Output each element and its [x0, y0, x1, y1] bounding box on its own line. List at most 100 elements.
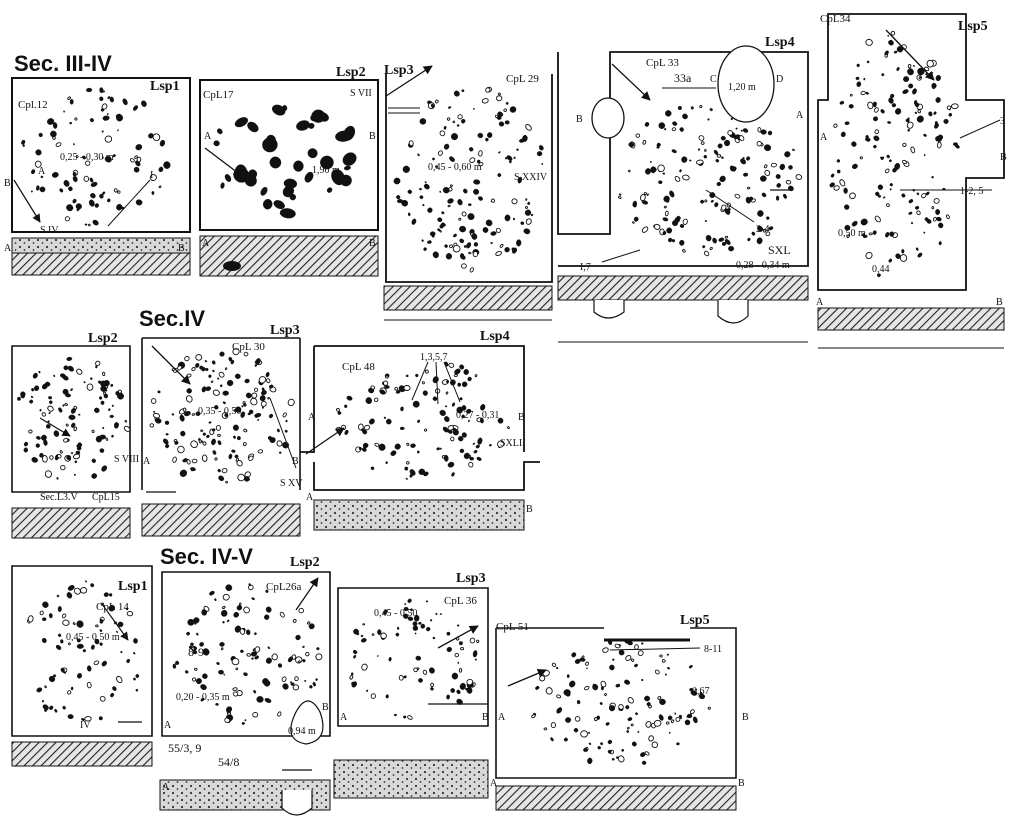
north-arrow — [101, 603, 129, 641]
stone — [885, 231, 890, 238]
stone — [252, 648, 256, 652]
stone — [91, 458, 96, 463]
ref-i7-label: I,7 — [580, 262, 591, 273]
stone — [67, 365, 74, 372]
stone — [495, 251, 502, 256]
stone — [257, 418, 260, 421]
stone — [917, 109, 921, 114]
stone — [948, 112, 953, 117]
stone — [865, 137, 871, 142]
stone — [307, 148, 318, 159]
stone — [458, 641, 463, 646]
stone — [134, 155, 138, 159]
stone — [931, 82, 937, 89]
stone — [59, 373, 66, 378]
stone — [659, 654, 663, 658]
stone — [100, 385, 107, 392]
stone — [248, 455, 254, 462]
stone — [72, 198, 77, 204]
stone — [298, 607, 304, 614]
stone — [49, 400, 53, 405]
stone — [405, 477, 408, 480]
stone — [444, 416, 450, 423]
stone — [497, 417, 504, 424]
stone — [241, 721, 245, 725]
stone — [104, 135, 113, 143]
stone — [461, 432, 467, 438]
stone — [596, 715, 601, 720]
stone — [646, 702, 651, 707]
stone — [523, 228, 531, 235]
stone — [461, 414, 465, 419]
stone — [57, 454, 62, 459]
stone — [366, 689, 369, 693]
cross-section-strip — [11, 237, 191, 254]
stone — [234, 373, 241, 379]
stone — [100, 400, 105, 405]
stone — [833, 123, 838, 128]
stone — [556, 707, 561, 714]
north-arrow — [39, 417, 71, 437]
stone — [460, 647, 465, 651]
stone — [99, 96, 104, 101]
stone — [102, 115, 110, 121]
stone — [430, 682, 435, 688]
plan-panel-lsp3-cpl29: Lsp3 CpL 29 0,45 - 0,60 m S XXIV — [383, 63, 553, 321]
stone — [49, 455, 54, 460]
stone-scatter — [349, 598, 480, 720]
stone — [363, 424, 371, 431]
stone — [212, 369, 215, 373]
stone — [264, 614, 270, 620]
stone — [498, 151, 501, 154]
stone — [699, 105, 703, 109]
stone — [232, 348, 240, 356]
stone — [72, 622, 76, 625]
stone — [938, 241, 942, 246]
stone — [516, 239, 522, 247]
stone — [225, 480, 228, 484]
stone — [407, 616, 414, 621]
ref-2-4-label: 2-4 — [756, 224, 769, 235]
cpl-label: CpL15 — [92, 492, 120, 503]
stone — [243, 403, 247, 407]
stone — [215, 703, 219, 706]
stone — [22, 144, 25, 147]
stone — [284, 429, 288, 433]
stone — [792, 148, 795, 152]
stone — [454, 368, 461, 375]
stone — [597, 746, 601, 750]
stone — [888, 258, 893, 263]
stone — [865, 91, 869, 95]
stone — [934, 123, 939, 129]
stone — [285, 419, 288, 423]
stone — [141, 100, 147, 107]
stone — [703, 250, 710, 257]
stone — [36, 687, 43, 693]
stone — [238, 602, 242, 606]
stone — [370, 693, 376, 699]
stone — [184, 670, 189, 674]
stone — [217, 128, 223, 135]
plan-outline — [557, 51, 809, 267]
stone — [30, 395, 34, 399]
ref-line — [411, 361, 429, 401]
stone — [675, 716, 681, 722]
stone — [194, 667, 198, 671]
stone — [185, 395, 193, 403]
stone — [609, 664, 615, 671]
stone-scatter — [393, 86, 544, 273]
stone — [265, 606, 272, 613]
stone — [439, 130, 446, 137]
stone — [459, 238, 465, 244]
stone — [454, 652, 460, 658]
stone — [94, 638, 100, 645]
stone — [551, 662, 557, 668]
stone — [664, 210, 669, 217]
cpl-label: CpL 51 — [496, 621, 529, 633]
stone — [742, 156, 745, 160]
stone — [443, 454, 449, 462]
stone — [326, 187, 333, 193]
stone — [224, 717, 231, 723]
stone — [684, 719, 691, 726]
stone — [311, 109, 326, 123]
